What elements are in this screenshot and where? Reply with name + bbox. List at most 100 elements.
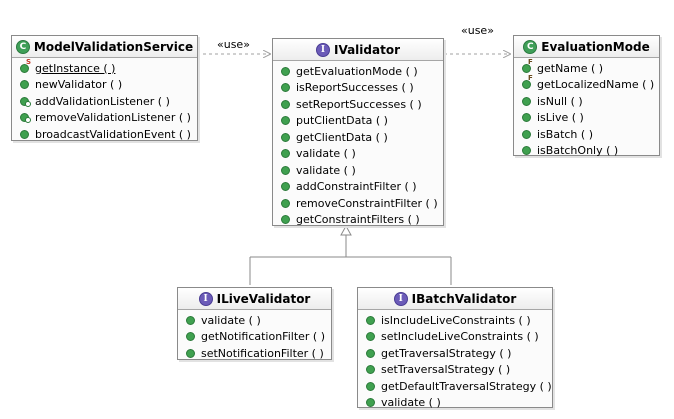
public-method-icon <box>281 83 290 93</box>
method-row: isBatch ( ) <box>522 126 659 143</box>
interface-icon: I <box>315 42 330 57</box>
stereotype-use-right: «use» <box>461 24 494 37</box>
interface-name: IValidator <box>333 42 400 57</box>
method-row: isReportSuccesses ( ) <box>281 80 443 97</box>
public-method-icon <box>281 132 290 142</box>
interface-header: I IBatchValidator <box>358 288 552 310</box>
public-method-icon <box>522 96 531 106</box>
class-icon: C <box>523 39 538 54</box>
public-method-icon <box>366 365 375 375</box>
method-row: getConstraintFilters ( ) <box>281 212 443 229</box>
public-method-icon <box>522 113 531 123</box>
method-row: putClientData ( ) <box>281 113 443 130</box>
method-label: getLocalizedName ( ) <box>537 78 655 92</box>
generalization-triangle <box>340 224 352 236</box>
method-row: getDefaultTraversalStrategy ( ) <box>366 378 552 395</box>
public-method-icon <box>366 398 375 408</box>
final-method-icon <box>522 74 533 90</box>
public-method-icon <box>281 165 290 175</box>
public-method-icon <box>20 80 29 90</box>
method-label: getName ( ) <box>537 61 604 75</box>
interface-ibatch-validator[interactable]: I IBatchValidator isIncludeLiveConstrain… <box>357 287 553 410</box>
public-method-icon <box>281 149 290 159</box>
method-label: addConstraintFilter ( ) <box>296 180 417 194</box>
public-method-icon <box>522 146 531 156</box>
method-row: removeValidationListener ( ) <box>20 110 197 127</box>
method-row: validate ( ) <box>186 312 331 329</box>
method-label: validate ( ) <box>381 396 441 410</box>
method-row: getLocalizedName ( ) <box>522 74 659 94</box>
method-row: validate ( ) <box>281 146 443 163</box>
final-method-icon <box>522 58 533 73</box>
public-method-icon <box>281 182 290 192</box>
method-row: removeConstraintFilter ( ) <box>281 195 443 212</box>
public-method-icon <box>281 198 290 208</box>
interface-header: I ILiveValidator <box>178 288 331 310</box>
method-label: isNull ( ) <box>537 94 583 108</box>
method-label: setNotificationFilter ( ) <box>201 346 324 360</box>
public-method-icon <box>522 129 531 139</box>
method-label: setIncludeLiveConstraints ( ) <box>381 330 539 344</box>
public-method-icon <box>20 129 29 139</box>
interface-ivalidator[interactable]: I IValidator getEvaluationMode ( ) isRep… <box>272 38 444 226</box>
listener-method-icon <box>20 96 31 107</box>
public-method-icon <box>186 348 195 358</box>
method-label: setReportSuccesses ( ) <box>296 97 422 111</box>
method-label: removeValidationListener ( ) <box>35 111 191 125</box>
method-row: setIncludeLiveConstraints ( ) <box>366 329 552 346</box>
method-row: setTraversalStrategy ( ) <box>366 362 552 379</box>
method-row: newValidator ( ) <box>20 77 197 94</box>
method-label: broadcastValidationEvent ( ) <box>35 127 191 141</box>
method-label: getInstance ( ) <box>35 61 116 75</box>
interface-icon: I <box>198 291 213 306</box>
method-label: isBatch ( ) <box>537 127 593 141</box>
method-row: isLive ( ) <box>522 110 659 127</box>
public-method-icon <box>186 315 195 325</box>
interface-name: ILiveValidator <box>216 291 311 306</box>
method-row: isNull ( ) <box>522 93 659 110</box>
class-name: EvaluationMode <box>541 39 650 54</box>
method-label: getEvaluationMode ( ) <box>296 64 418 78</box>
public-method-icon <box>281 66 290 76</box>
class-evaluation-mode[interactable]: C EvaluationMode getName ( ) getLocalize… <box>513 35 660 157</box>
class-icon: C <box>15 39 30 54</box>
method-label: validate ( ) <box>296 147 356 161</box>
method-row: getInstance ( ) <box>20 58 197 77</box>
method-label: getConstraintFilters ( ) <box>296 213 420 227</box>
public-method-icon <box>281 99 290 109</box>
method-row: validate ( ) <box>281 162 443 179</box>
method-row: broadcastValidationEvent ( ) <box>20 126 197 143</box>
method-label: validate ( ) <box>296 163 356 177</box>
method-row: getName ( ) <box>522 58 659 77</box>
listener-method-icon <box>20 113 31 124</box>
interface-icon: I <box>393 291 408 306</box>
public-method-icon <box>366 315 375 325</box>
method-row: addConstraintFilter ( ) <box>281 179 443 196</box>
method-row: isIncludeLiveConstraints ( ) <box>366 312 552 329</box>
method-list: getEvaluationMode ( ) isReportSuccesses … <box>273 61 443 230</box>
method-row: isBatchOnly ( ) <box>522 143 659 160</box>
method-label: getTraversalStrategy ( ) <box>381 346 512 360</box>
static-method-icon <box>20 58 31 73</box>
interface-ilive-validator[interactable]: I ILiveValidator validate ( ) getNotific… <box>177 287 332 360</box>
method-label: validate ( ) <box>201 313 261 327</box>
method-row: getClientData ( ) <box>281 129 443 146</box>
method-row: getNotificationFilter ( ) <box>186 329 331 346</box>
method-label: getDefaultTraversalStrategy ( ) <box>381 379 552 393</box>
method-label: putClientData ( ) <box>296 114 388 128</box>
method-row: getEvaluationMode ( ) <box>281 63 443 80</box>
method-label: isLive ( ) <box>537 111 584 125</box>
interface-header: I IValidator <box>273 39 443 61</box>
method-label: setTraversalStrategy ( ) <box>381 363 511 377</box>
public-method-icon <box>366 381 375 391</box>
public-method-icon <box>281 215 290 225</box>
public-method-icon <box>281 116 290 126</box>
class-model-validation-service[interactable]: C ModelValidationService getInstance ( )… <box>11 35 198 141</box>
public-method-icon <box>186 332 195 342</box>
class-header: C EvaluationMode <box>514 36 659 58</box>
method-row: getTraversalStrategy ( ) <box>366 345 552 362</box>
method-label: addValidationListener ( ) <box>35 94 170 108</box>
method-row: setReportSuccesses ( ) <box>281 96 443 113</box>
public-method-icon <box>366 348 375 358</box>
public-method-icon <box>366 332 375 342</box>
